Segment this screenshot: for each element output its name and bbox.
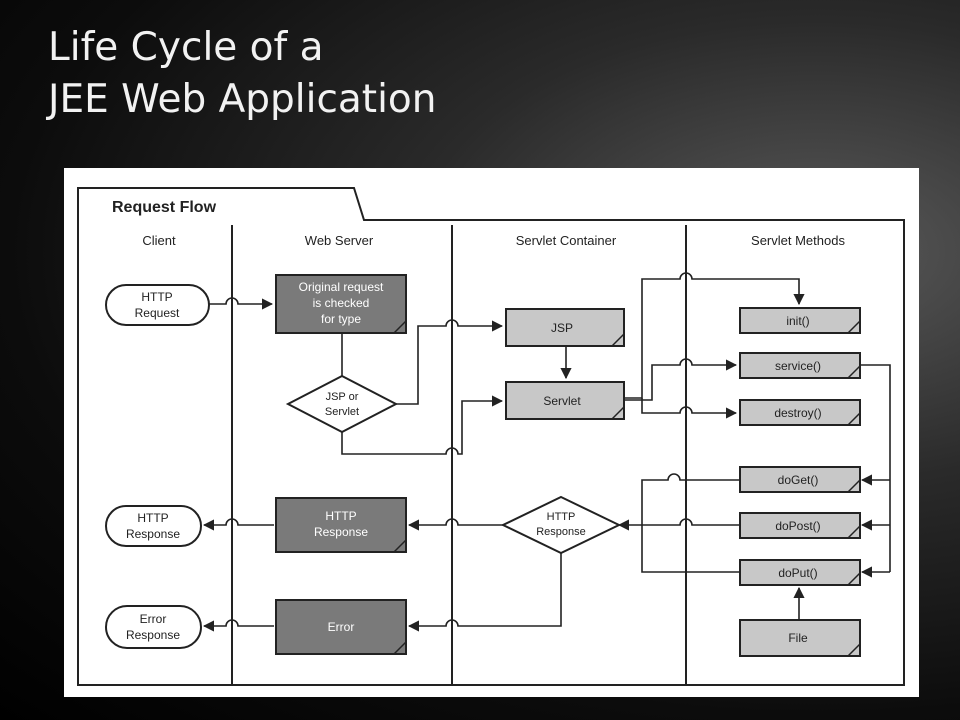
svg-text:destroy(): destroy() <box>774 406 821 420</box>
svg-text:JSP: JSP <box>551 321 573 335</box>
lane-header-servlet-methods: Servlet Methods <box>751 233 845 248</box>
svg-text:HTTP: HTTP <box>141 290 172 304</box>
svg-text:doPost(): doPost() <box>775 519 820 533</box>
svg-text:service(): service() <box>775 359 821 373</box>
connector <box>624 272 805 399</box>
svg-text:init(): init() <box>786 314 809 328</box>
decision-http-response: HTTP Response <box>500 495 622 555</box>
svg-text:HTTP: HTTP <box>137 511 168 525</box>
node-http-response-client: HTTP Response <box>105 505 202 547</box>
svg-text:Response: Response <box>314 525 368 539</box>
connector <box>209 297 274 310</box>
title-line-2: JEE Web Application <box>48 77 437 122</box>
svg-text:HTTP: HTTP <box>325 509 356 523</box>
method-doput: doPut() <box>739 559 861 586</box>
svg-text:Response: Response <box>126 628 180 642</box>
connector <box>407 518 504 531</box>
connector <box>641 398 738 419</box>
svg-text:Servlet: Servlet <box>325 406 359 418</box>
connector <box>641 473 740 573</box>
method-destroy: destroy() <box>739 399 861 426</box>
svg-text:doGet(): doGet() <box>778 473 819 487</box>
svg-text:Request: Request <box>135 306 180 320</box>
svg-text:for type: for type <box>321 312 361 326</box>
connector <box>341 395 504 455</box>
svg-text:Error: Error <box>140 612 167 626</box>
svg-text:HTTP: HTTP <box>547 511 576 523</box>
connector <box>407 553 562 632</box>
connector <box>202 518 274 531</box>
method-doget: doGet() <box>739 466 861 493</box>
lane-header-servlet-container: Servlet Container <box>516 233 617 248</box>
node-error-response: Error Response <box>105 605 202 649</box>
method-init: init() <box>739 307 861 334</box>
node-error: Error <box>275 599 407 655</box>
node-http-response-server: HTTP Response <box>275 497 407 553</box>
svg-text:Response: Response <box>126 527 180 541</box>
svg-text:JSP or: JSP or <box>326 391 359 403</box>
diagram-frame <box>77 187 905 686</box>
node-file: File <box>739 619 861 657</box>
node-servlet: Servlet <box>505 381 625 420</box>
slide-title: Life Cycle of a JEE Web Application <box>48 22 437 126</box>
method-service: service() <box>739 352 861 379</box>
svg-text:Servlet: Servlet <box>543 394 581 408</box>
lane-header-client: Client <box>142 233 176 248</box>
connector <box>617 518 740 531</box>
request-flow-diagram: Request Flow Client Web Server Servlet C… <box>64 168 919 697</box>
connector <box>396 319 504 405</box>
svg-text:Original request: Original request <box>299 280 384 294</box>
svg-text:Error: Error <box>328 620 355 634</box>
node-http-request: HTTP Request <box>105 284 210 326</box>
node-jsp: JSP <box>505 308 625 347</box>
diagram-tab-title: Request Flow <box>112 199 217 216</box>
svg-text:is checked: is checked <box>313 296 370 310</box>
connector <box>624 358 738 401</box>
title-line-1: Life Cycle of a <box>48 25 324 70</box>
connector <box>860 364 891 572</box>
svg-text:File: File <box>788 631 808 645</box>
decision-jsp-or-servlet: JSP or Servlet <box>285 374 399 434</box>
connector <box>202 619 274 632</box>
method-dopost: doPost() <box>739 512 861 539</box>
lane-header-web-server: Web Server <box>305 233 374 248</box>
svg-text:Response: Response <box>536 526 586 538</box>
node-original-request: Original request is checked for type <box>275 274 407 334</box>
svg-text:doPut(): doPut() <box>778 566 817 580</box>
